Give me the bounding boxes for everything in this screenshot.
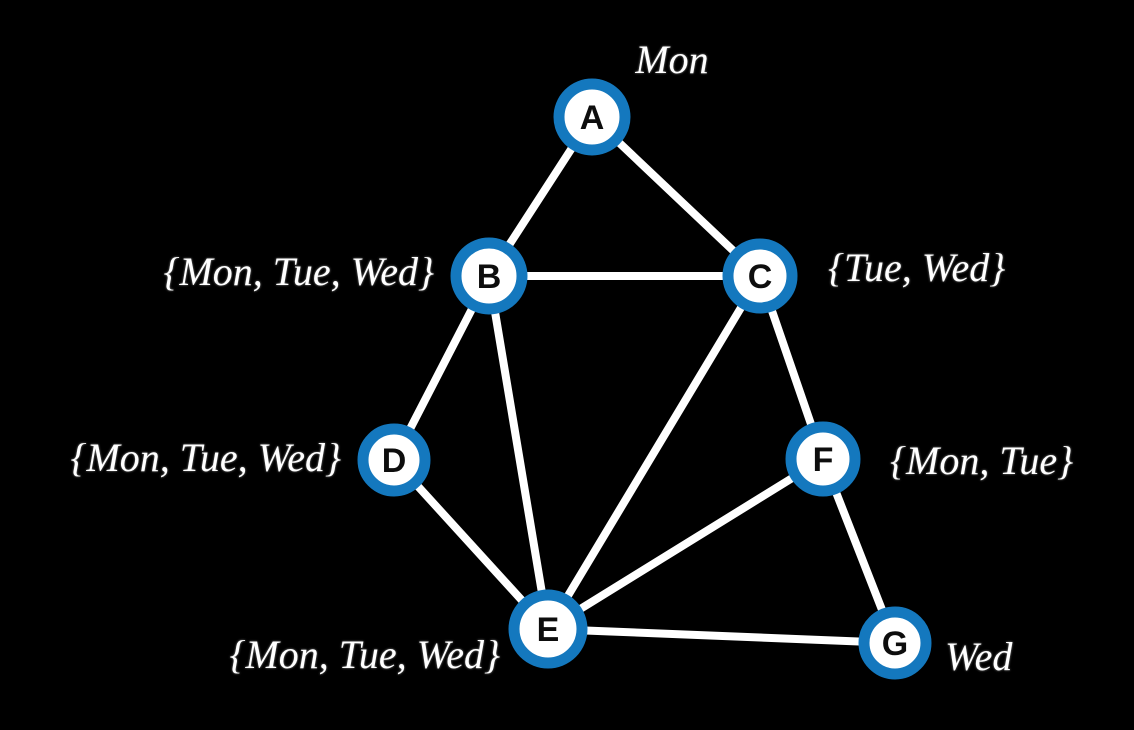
- node-label-e: E: [537, 611, 560, 649]
- node-circle-g: [858, 606, 932, 680]
- graph-node-b[interactable]: B: [450, 237, 528, 315]
- node-label-b: B: [477, 258, 502, 296]
- node-label-a: A: [580, 99, 605, 137]
- domain-label-d: {Mon, Tue, Wed}: [70, 435, 341, 480]
- domain-label-a: Mon: [635, 37, 709, 82]
- node-circle-c: [722, 238, 798, 314]
- graph-edge-a-c: [588, 113, 764, 280]
- graph-node-a[interactable]: A: [553, 78, 631, 156]
- domain-label-c: {Tue, Wed}: [828, 245, 1006, 290]
- graph-node-g[interactable]: G: [858, 606, 932, 680]
- nodes-group: A B C D E F G: [357, 78, 932, 680]
- graph-node-c[interactable]: C: [722, 238, 798, 314]
- graph-node-f[interactable]: F: [785, 421, 861, 497]
- domain-label-e: {Mon, Tue, Wed}: [229, 632, 500, 677]
- edges-group: [390, 113, 899, 647]
- graph-edge-e-f: [544, 455, 827, 633]
- node-circle-b: [450, 237, 528, 315]
- graph-node-d[interactable]: D: [357, 423, 431, 497]
- node-circle-e: [508, 589, 588, 669]
- node-label-f: F: [813, 441, 834, 479]
- node-circle-a: [553, 78, 631, 156]
- node-circle-d: [357, 423, 431, 497]
- node-label-c: C: [748, 258, 773, 296]
- graph-edge-b-e: [485, 272, 552, 633]
- node-circle-f: [785, 421, 861, 497]
- domain-label-f: {Mon, Tue}: [890, 438, 1074, 483]
- node-label-d: D: [382, 442, 407, 480]
- graph-node-e[interactable]: E: [508, 589, 588, 669]
- node-label-g: G: [882, 625, 908, 663]
- graph-edge-c-e: [544, 272, 764, 633]
- domain-label-b: {Mon, Tue, Wed}: [163, 249, 434, 294]
- graph-edge-e-g: [544, 625, 899, 647]
- domain-label-g: Wed: [945, 634, 1013, 679]
